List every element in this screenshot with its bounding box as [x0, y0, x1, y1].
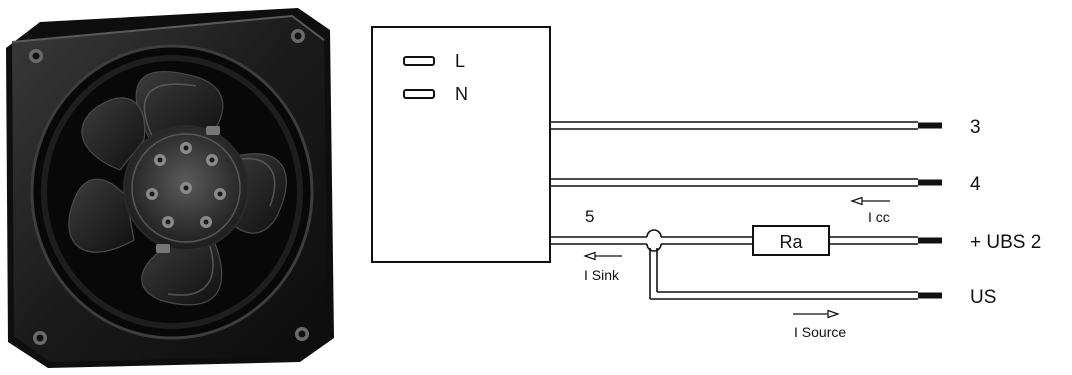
- icc-label: I cc: [868, 209, 890, 225]
- wire-3: [550, 121, 942, 130]
- wire-us-label: US: [970, 287, 996, 308]
- resistor-label: Ra: [779, 232, 803, 252]
- isource-arrow-icon: [793, 309, 840, 319]
- terminal-n-label: N: [455, 84, 468, 104]
- wiring-diagram: [371, 26, 942, 319]
- icc-arrow-icon: [850, 196, 890, 206]
- wire-ubs2-label: + UBS 2: [970, 232, 1041, 253]
- terminal-n-icon: [403, 89, 435, 99]
- wire-4: [550, 178, 942, 187]
- wire-ubs2: [829, 236, 942, 245]
- terminal-l-icon: [403, 56, 435, 66]
- fan-illustration: [6, 8, 334, 368]
- wire-5: [550, 229, 753, 252]
- wire-3-label: 3: [970, 117, 981, 138]
- isource-label: I Source: [794, 324, 846, 340]
- resistor-ra: [752, 225, 830, 256]
- terminal-l-label: L: [455, 51, 465, 71]
- wire-us: [649, 248, 942, 300]
- isink-arrow-icon: [583, 251, 622, 261]
- isink-label: I Sink: [584, 267, 620, 283]
- tap-5-label: 5: [585, 207, 594, 226]
- wire-4-label: 4: [970, 174, 981, 195]
- device-box: [371, 26, 551, 263]
